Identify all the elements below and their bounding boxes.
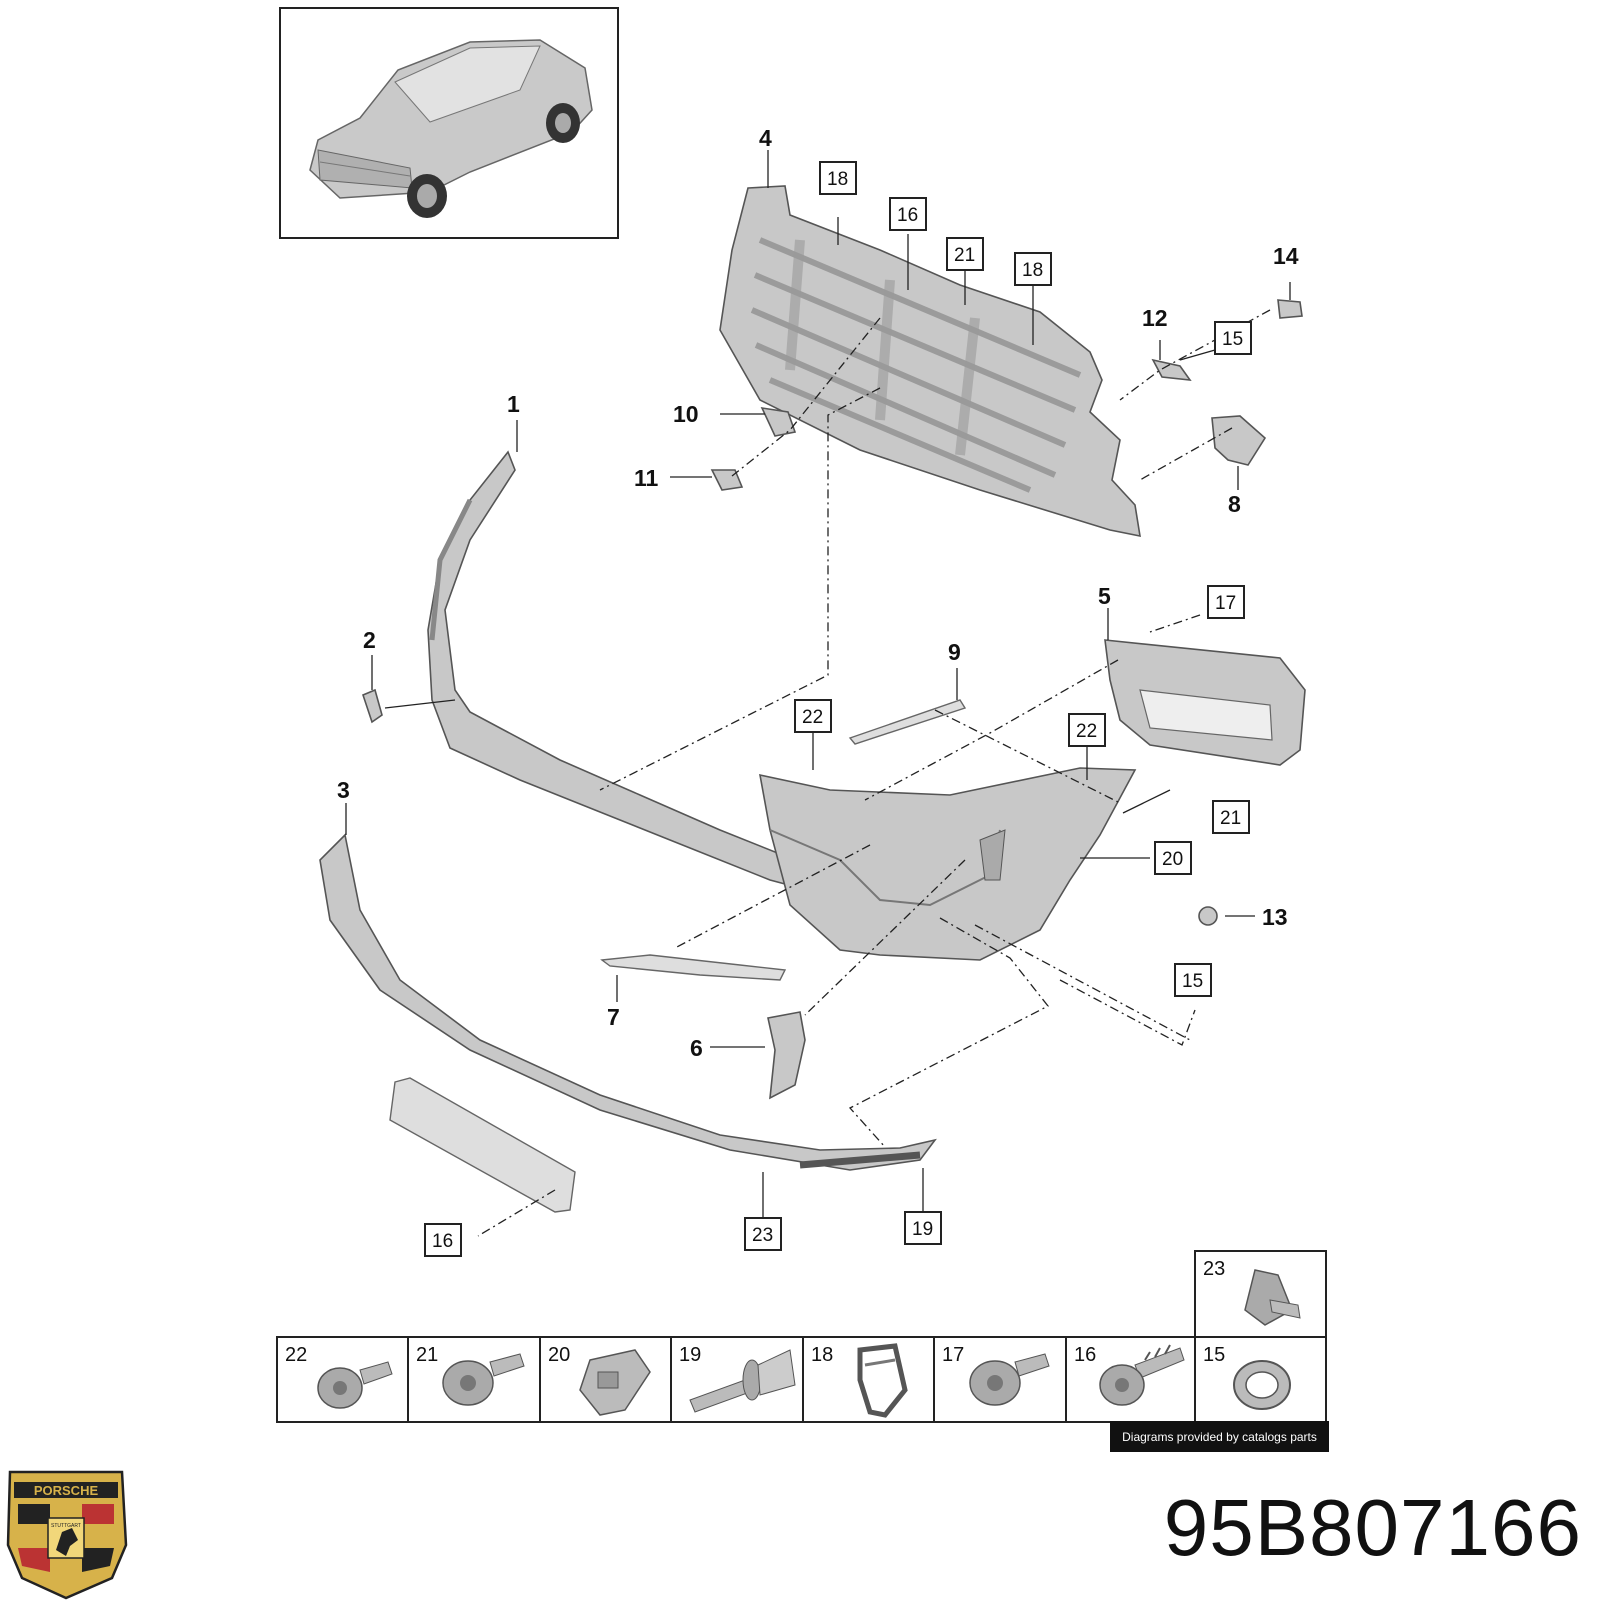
part-number: 95B807166 [1163, 1483, 1582, 1572]
part-10-clip [760, 406, 797, 437]
box-label-19: 19 [912, 1219, 933, 1240]
table-cell-num: 21 [416, 1344, 438, 1366]
callout-10: 10 [673, 401, 699, 427]
part-11-clip [710, 469, 744, 491]
part-plate-bracket [389, 1077, 576, 1213]
credit-bar: Diagrams provided by catalogs parts [1110, 1421, 1329, 1452]
part-bumper-cover [427, 450, 802, 890]
part-side-trim-frame [1104, 639, 1306, 766]
table-cell-num: 18 [811, 1344, 833, 1366]
credit-text: Diagrams provided by catalogs parts [1122, 1429, 1317, 1444]
part-12-clip [1151, 358, 1192, 381]
table-cell-num: 23 [1203, 1258, 1225, 1280]
fastener-table: 22 21 20 19 18 17 16 15 23 [276, 1250, 1327, 1423]
callout-numbers: 1 2 3 4 5 6 7 8 9 10 11 12 13 14 [337, 125, 1299, 1061]
logo-wordmark: PORSCHE [34, 1483, 99, 1498]
part-8-bracket [1211, 415, 1267, 466]
table-cell-num: 22 [285, 1344, 307, 1366]
box-label-22-b: 22 [1076, 721, 1097, 742]
callout-7: 7 [607, 1004, 620, 1030]
callout-14: 14 [1273, 243, 1299, 269]
box-label-18-a: 18 [827, 169, 848, 190]
part-lower-center-section [758, 767, 1137, 961]
callout-11: 11 [634, 465, 659, 491]
part-14-clip [1277, 299, 1303, 319]
box-label-15-a: 15 [1222, 329, 1243, 350]
self-tapping-screw-icon [1099, 1344, 1185, 1406]
leader-lines [345, 150, 1291, 1220]
part-7-strip [600, 954, 787, 981]
grommet-ring-icon [1233, 1360, 1291, 1410]
box-label-18-b: 18 [1022, 260, 1043, 281]
box-label-22-a: 22 [802, 707, 823, 728]
clip-nut-icon [579, 1349, 651, 1416]
flange-bolt-icon [317, 1361, 393, 1409]
part-9-strip [848, 699, 967, 745]
box-label-23: 23 [752, 1225, 773, 1246]
car-icon [309, 39, 593, 218]
flange-bolt-icon [969, 1353, 1050, 1406]
box-label-16-b: 16 [432, 1231, 453, 1252]
box-label-20: 20 [1162, 849, 1183, 870]
table-cell-num: 15 [1203, 1344, 1225, 1366]
logo-city: STUTTGART [51, 1523, 81, 1529]
callout-9: 9 [948, 639, 961, 665]
callout-5: 5 [1098, 583, 1111, 609]
callout-1: 1 [507, 391, 520, 417]
part-grille-carrier [719, 185, 1141, 538]
callout-6: 6 [690, 1035, 703, 1061]
boxed-labels: 18 16 21 18 15 17 22 22 21 20 15 16 23 1… [424, 161, 1252, 1257]
callout-8: 8 [1228, 491, 1241, 517]
part-2-cap [362, 688, 383, 724]
box-label-16-a: 16 [897, 205, 918, 226]
porsche-crest-icon: PORSCHE STUTTGART [6, 1470, 128, 1600]
table-cell-num: 20 [548, 1344, 570, 1366]
callout-12: 12 [1142, 305, 1168, 331]
flange-screw-icon [1244, 1269, 1301, 1326]
box-label-17: 17 [1215, 593, 1236, 614]
callout-13: 13 [1262, 904, 1288, 930]
table-cell-num: 16 [1074, 1344, 1096, 1366]
spring-clip-icon [857, 1343, 908, 1418]
expansion-rivet-icon [689, 1349, 796, 1413]
part-lower-spoiler [319, 833, 937, 1171]
box-label-21-b: 21 [1220, 808, 1241, 829]
part-13-clip [1198, 906, 1218, 926]
callout-4: 4 [759, 125, 772, 151]
callout-2: 2 [363, 627, 376, 653]
table-cell-num: 19 [679, 1344, 701, 1366]
callout-3: 3 [337, 777, 350, 803]
table-cell-num: 17 [942, 1344, 964, 1366]
box-label-15-b: 15 [1182, 971, 1203, 992]
box-label-21-a: 21 [954, 245, 975, 266]
vehicle-overview-inset [279, 7, 619, 239]
part-6-bracket [767, 1011, 806, 1100]
flange-bolt-icon [442, 1353, 525, 1406]
